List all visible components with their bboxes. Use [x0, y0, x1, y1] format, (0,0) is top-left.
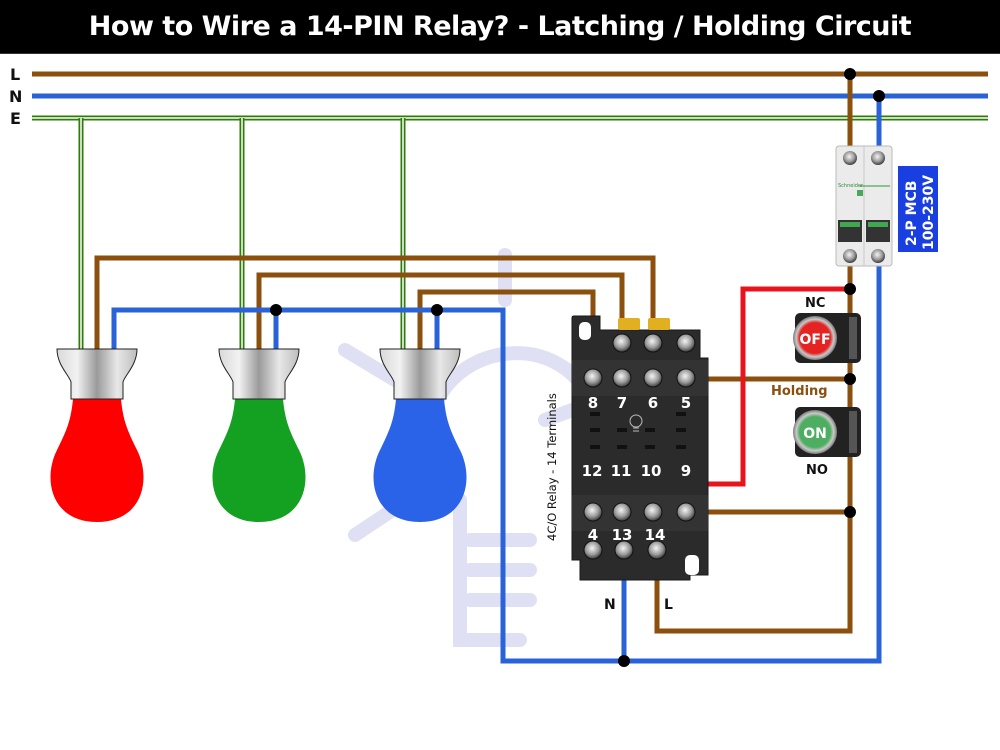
- holding-label: Holding: [771, 384, 828, 399]
- lamp-holder: [218, 348, 300, 400]
- page-title: How to Wire a 14-PIN Relay? - Latching /…: [88, 11, 912, 42]
- coil-top-screw[interactable]: [643, 333, 663, 353]
- on-button-text: ON: [803, 426, 827, 442]
- junction-dots: [270, 68, 885, 667]
- bulb-glass: [212, 399, 306, 522]
- terminal-label: 8: [588, 394, 598, 412]
- terminal-label: 6: [648, 394, 658, 412]
- bulb-green: [212, 348, 306, 522]
- coil-l-label: L: [664, 597, 673, 613]
- neutral-bus-label: N: [9, 87, 22, 106]
- terminal-label: 5: [681, 394, 691, 412]
- nc-label: NC: [805, 296, 825, 311]
- terminal-screw-row3-3[interactable]: [676, 502, 696, 522]
- coil-top-screw[interactable]: [676, 333, 696, 353]
- earth-wires: [78, 118, 406, 350]
- bulbs-group: [50, 348, 467, 522]
- terminal-label: 10: [641, 462, 662, 480]
- relay-terminal-labels: 8 7 6 5 12 11 10 9 4 13 14: [582, 394, 692, 544]
- coil-n-label: N: [604, 597, 616, 613]
- terminal-screw-5[interactable]: [676, 368, 696, 388]
- lamp-holder: [56, 348, 138, 400]
- bulb-blue: [373, 348, 467, 522]
- off-button-text: OFF: [799, 332, 830, 348]
- mcb-label-line1: 2-P MCB: [904, 180, 920, 246]
- terminal-label: 12: [582, 462, 603, 480]
- bulb-glass: [373, 399, 467, 522]
- relay-side-label: 4C/O Relay - 14 Terminals: [545, 393, 559, 541]
- terminal-screw-bottom-2[interactable]: [647, 540, 667, 560]
- terminal-screw-6[interactable]: [643, 368, 663, 388]
- mcb-breaker[interactable]: Schneider: [835, 145, 893, 267]
- on-push-button[interactable]: ON: [793, 407, 861, 457]
- bus-bars: [32, 71, 988, 121]
- terminal-screw-7[interactable]: [612, 368, 632, 388]
- relay-sockets-slots: [590, 412, 686, 449]
- title-bar: How to Wire a 14-PIN Relay? - Latching /…: [0, 0, 1000, 54]
- relay-bulb-icon: [629, 414, 643, 432]
- live-bus-label: L: [10, 65, 20, 84]
- bulb-live-wires: [94, 255, 656, 375]
- terminal-label: 14: [645, 526, 666, 544]
- terminal-label: 11: [611, 462, 632, 480]
- terminal-label: 4: [588, 526, 598, 544]
- terminal-screw-row3-0[interactable]: [583, 502, 603, 522]
- no-label: NO: [806, 463, 828, 478]
- mcb-label-badge: 2-P MCB 100-230V: [898, 166, 938, 252]
- off-push-button[interactable]: OFF: [793, 313, 861, 363]
- mcb-label-line2: 100-230V: [921, 175, 937, 250]
- mcb-brand: Schneider: [838, 183, 864, 189]
- coil-top-screw[interactable]: [612, 333, 632, 353]
- relay-screws: [583, 333, 696, 560]
- terminal-screw-bottom-0[interactable]: [583, 540, 603, 560]
- terminal-screw-row3-1[interactable]: [612, 502, 632, 522]
- terminal-label: 7: [617, 394, 627, 412]
- wire-bulb1-to-terminal6: [94, 255, 656, 375]
- bulb-glass: [50, 399, 144, 522]
- bulb-red: [50, 348, 144, 522]
- terminal-label: 13: [612, 526, 633, 544]
- terminal-screw-8[interactable]: [583, 368, 603, 388]
- terminal-screw-bottom-1[interactable]: [614, 540, 634, 560]
- lamp-holder: [379, 348, 461, 400]
- terminal-screw-row3-2[interactable]: [643, 502, 663, 522]
- terminal-label: 9: [681, 462, 691, 480]
- earth-bus-label: E: [10, 109, 21, 128]
